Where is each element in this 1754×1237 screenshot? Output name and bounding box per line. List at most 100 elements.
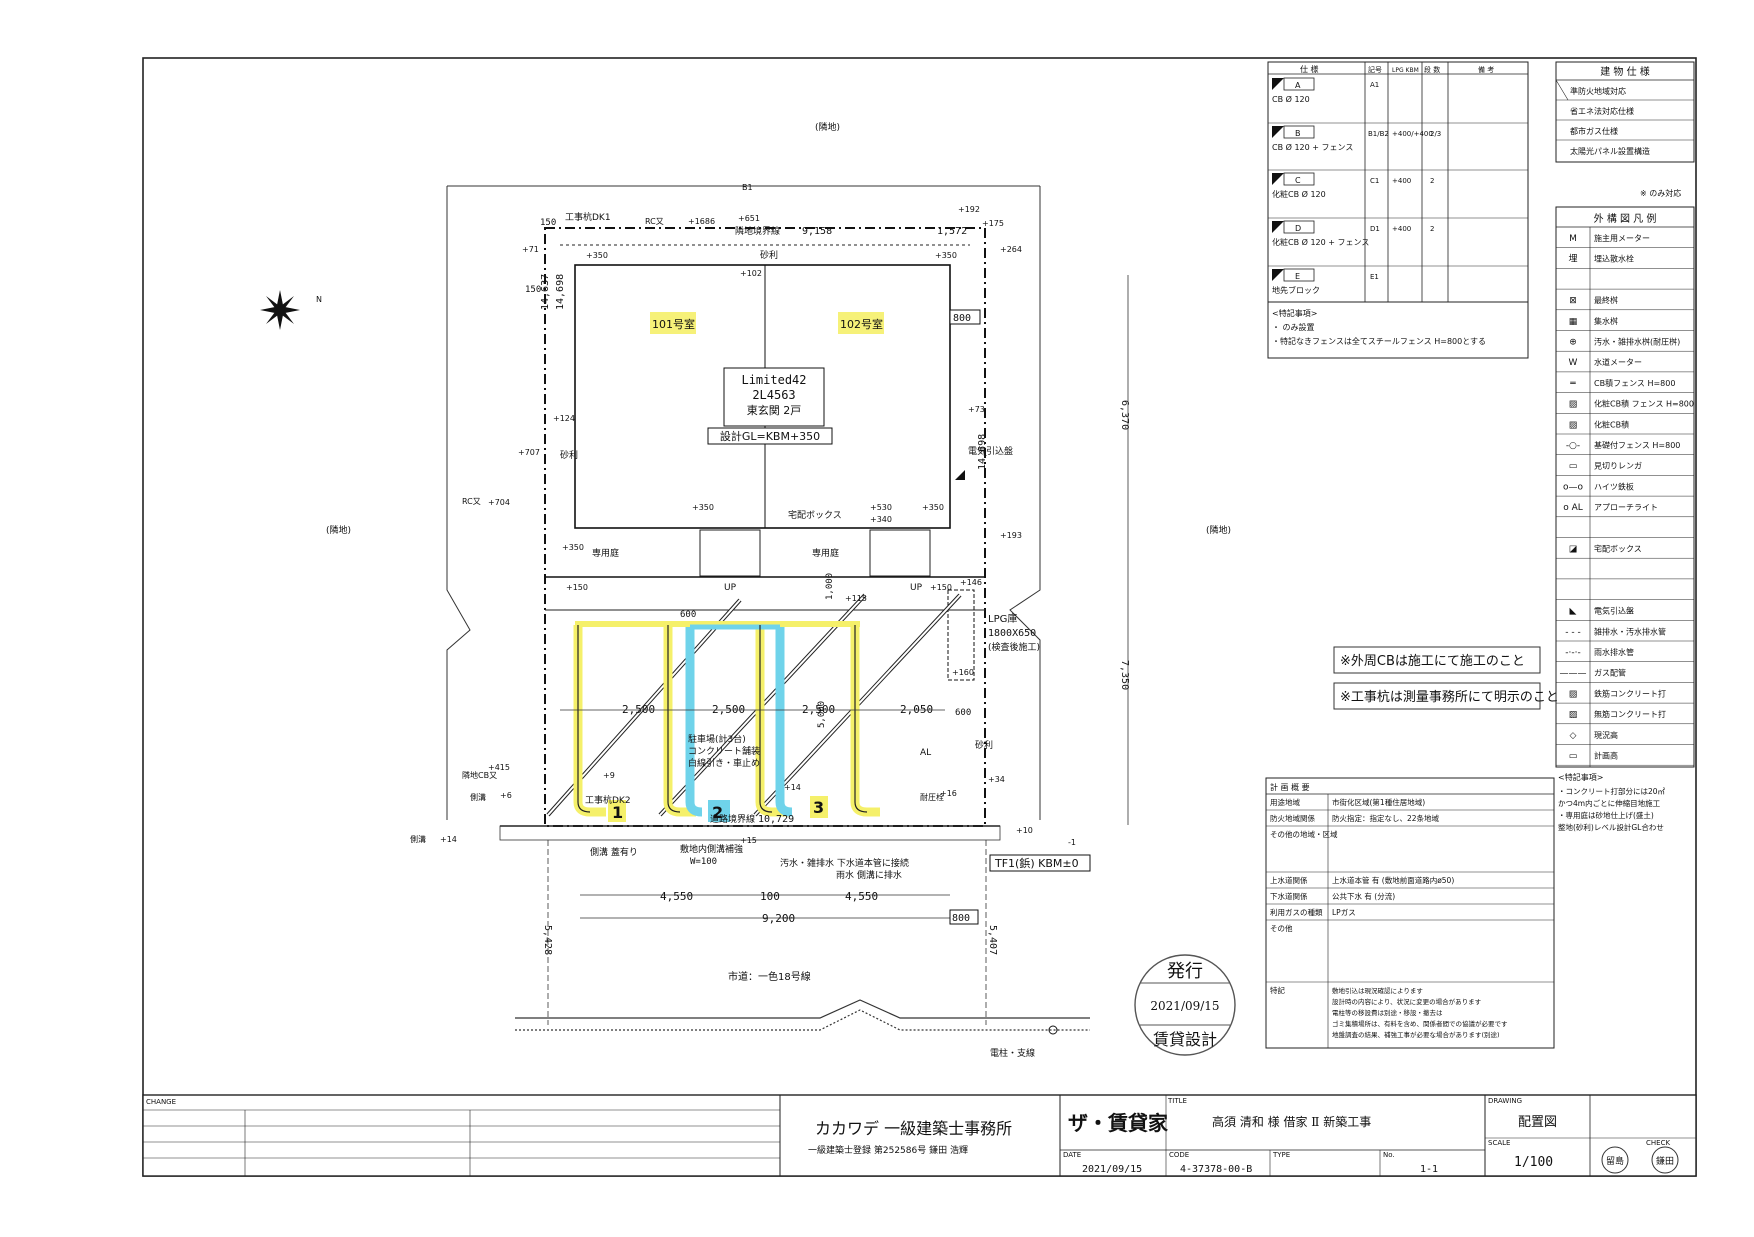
stall-number-1-highlight xyxy=(608,800,626,822)
svg-text:+400: +400 xyxy=(1392,177,1411,185)
legend-label: 現況高 xyxy=(1594,730,1618,740)
design-gl-box xyxy=(707,427,833,445)
legend-label: ハイツ鉄板 xyxy=(1594,481,1634,491)
level-tag: +9 xyxy=(603,771,615,780)
legend-label: 雑排水・汚水排水管 xyxy=(1594,626,1666,636)
drain-connect-2: 雨水 側溝に排水 xyxy=(836,869,902,881)
stall-line-1 xyxy=(573,625,606,817)
spec-row-a: A CB Ø 120 A1 xyxy=(1268,77,1528,124)
survey-label-2: 工事杭DK2 xyxy=(585,794,631,806)
svg-text:用途地域: 用途地域 xyxy=(1270,797,1300,807)
level-tag: +15 xyxy=(740,836,757,845)
dim-600-right: 600 xyxy=(955,708,971,718)
design-gl: 設計GL=KBM+350 xyxy=(720,429,820,443)
dim-right-lower: 7,350 xyxy=(1119,660,1130,690)
project-title: 高須 清和 様 借家 Ⅱ 新築工事 xyxy=(1212,1114,1371,1129)
level-tag: +34 xyxy=(988,775,1005,784)
company-logo: ザ・賃貸家 xyxy=(1068,1111,1169,1135)
level-tag: +415 xyxy=(488,763,510,772)
level-tag: +102 xyxy=(740,269,762,278)
svg-text:特記: 特記 xyxy=(1270,985,1286,995)
spec-row-b: B CB Ø 120 + フェンス B1/B2 +400/+400 2/3 xyxy=(1268,125,1528,171)
boundary-label-top: 隣地境界線 xyxy=(735,225,780,237)
rc-label-left: RC又 xyxy=(462,497,481,506)
elev-tag: +350 xyxy=(586,251,608,260)
neighbor-label-right: (隣地) xyxy=(1206,524,1231,536)
legend-symbol: -·-·- xyxy=(1565,648,1580,658)
gravel-right: 砂利 xyxy=(975,739,993,751)
unit-102-highlight xyxy=(838,312,884,334)
dim-800-right: 800 xyxy=(953,313,971,324)
neighbor-label-left: (隣地) xyxy=(326,524,351,536)
svg-text:LPガス: LPガス xyxy=(1332,907,1356,917)
dim-bay-4: 2,050 xyxy=(900,703,933,716)
plan-summary-title: 計 画 概 要 xyxy=(1270,782,1310,792)
dim-right-upper: 6,370 xyxy=(1119,400,1130,430)
spec-row-e: E 地先ブロック E1 xyxy=(1272,268,1379,295)
svg-text:上水道本管 有 (敷地前面道路内ø50): 上水道本管 有 (敷地前面道路内ø50) xyxy=(1332,875,1454,885)
note-survey: ※工事杭は測量事務所にて明示のこと xyxy=(1340,690,1559,705)
svg-text:B: B xyxy=(1295,129,1301,138)
dim-150-top: 150 xyxy=(540,218,556,228)
up-label-1: UP xyxy=(724,583,737,593)
utility-pole-icon xyxy=(1048,1025,1058,1035)
drawing-name: 配置図 xyxy=(1518,1115,1557,1130)
al-label: AL xyxy=(920,748,931,758)
level-tag: +16 xyxy=(940,789,957,798)
unit-102-label: 102号室 xyxy=(840,317,883,331)
legend-symbol: ◣ xyxy=(1570,607,1577,617)
neighbor-label-top: (隣地) xyxy=(815,121,840,133)
dim-right-mid: 14,698 xyxy=(977,434,988,470)
stall-line-4 xyxy=(850,625,880,817)
elevation-tags: +350 +350 +350 +530 +340 +350 +150 +350 … xyxy=(562,251,957,603)
stall-line-cyan-1 xyxy=(685,625,703,817)
svg-text:上水道関係: 上水道関係 xyxy=(1270,875,1308,885)
legend-label: 鉄筋コンクリート打 xyxy=(1594,688,1666,698)
dim-5000: 5,000 xyxy=(817,701,827,728)
side-gutter-label: 側溝 蓋有り xyxy=(590,846,638,858)
legend-note: かつ4m内ごとに伸縮目地施工 xyxy=(1558,798,1661,808)
code-value: 4-37378-00-B xyxy=(1180,1164,1252,1175)
no-label: No. xyxy=(1383,1151,1395,1159)
svg-text:C: C xyxy=(1295,176,1301,185)
legend-symbol: ▭ xyxy=(1569,752,1578,762)
construction-notes: ※外周CBは施工にて施工のこと ※工事杭は測量事務所にて明示のこと xyxy=(1333,646,1559,710)
legend-symbol: ◇ xyxy=(1570,731,1577,741)
level-tag: +704 xyxy=(488,498,510,507)
svg-text:C1: C1 xyxy=(1370,177,1379,185)
legend-symbol: ═ xyxy=(1569,379,1576,389)
site-plan: (隣地) (隣地) (隣地) N B1 隣地境界線 9,158 1,572 工事… xyxy=(260,121,1231,1059)
legend-note: ・専用庭は砂地仕上げ(盛土) xyxy=(1558,810,1654,820)
level-tags: +192 +175 +264 +71 +651 +1686 +102 +124 … xyxy=(440,205,1076,847)
legend-label: 雨水排水管 xyxy=(1594,647,1634,657)
legend-label: 最終桝 xyxy=(1594,295,1618,305)
legend-symbol: ▨ xyxy=(1569,689,1578,699)
plan-summary-note-line: ゴミ集積場所は、有料を含め、関係者間での協議が必要です xyxy=(1332,1019,1508,1028)
stall-number-3: 3 xyxy=(813,798,824,817)
date-label: DATE xyxy=(1063,1151,1081,1159)
check-label: CHECK xyxy=(1646,1139,1670,1147)
gravel-left: 砂利 xyxy=(560,449,578,461)
kbm-label: TF1(鋲) KBM±0 xyxy=(994,856,1079,870)
svg-text:+400: +400 xyxy=(1392,225,1411,233)
elev-tag: +150 xyxy=(930,583,952,592)
building-code: 2L4563 xyxy=(752,388,795,402)
svg-text:D: D xyxy=(1295,224,1301,233)
legend-label: 計画高 xyxy=(1594,751,1618,761)
dim-left-inner: 14,698 xyxy=(555,274,566,310)
level-tag: +14 xyxy=(784,783,801,792)
elev-tag: +350 xyxy=(922,503,944,512)
spec-special-title: <特記事項> xyxy=(1272,308,1317,318)
unit-101-label: 101号室 xyxy=(652,317,695,331)
elev-tag: +530 xyxy=(870,503,892,512)
legend-label: 水道メーター xyxy=(1594,357,1642,367)
svg-text:E1: E1 xyxy=(1370,273,1379,281)
survey-label-1: 工事杭DK1 xyxy=(565,211,611,223)
svg-text:化粧CB Ø 120 + フェンス: 化粧CB Ø 120 + フェンス xyxy=(1272,237,1369,247)
road-edge xyxy=(515,999,1090,1019)
building-outline xyxy=(574,264,951,529)
date-value: 2021/09/15 xyxy=(1082,1164,1142,1175)
yard-label-2: 専用庭 xyxy=(812,547,839,559)
dim-150-left: 150 xyxy=(525,285,541,295)
